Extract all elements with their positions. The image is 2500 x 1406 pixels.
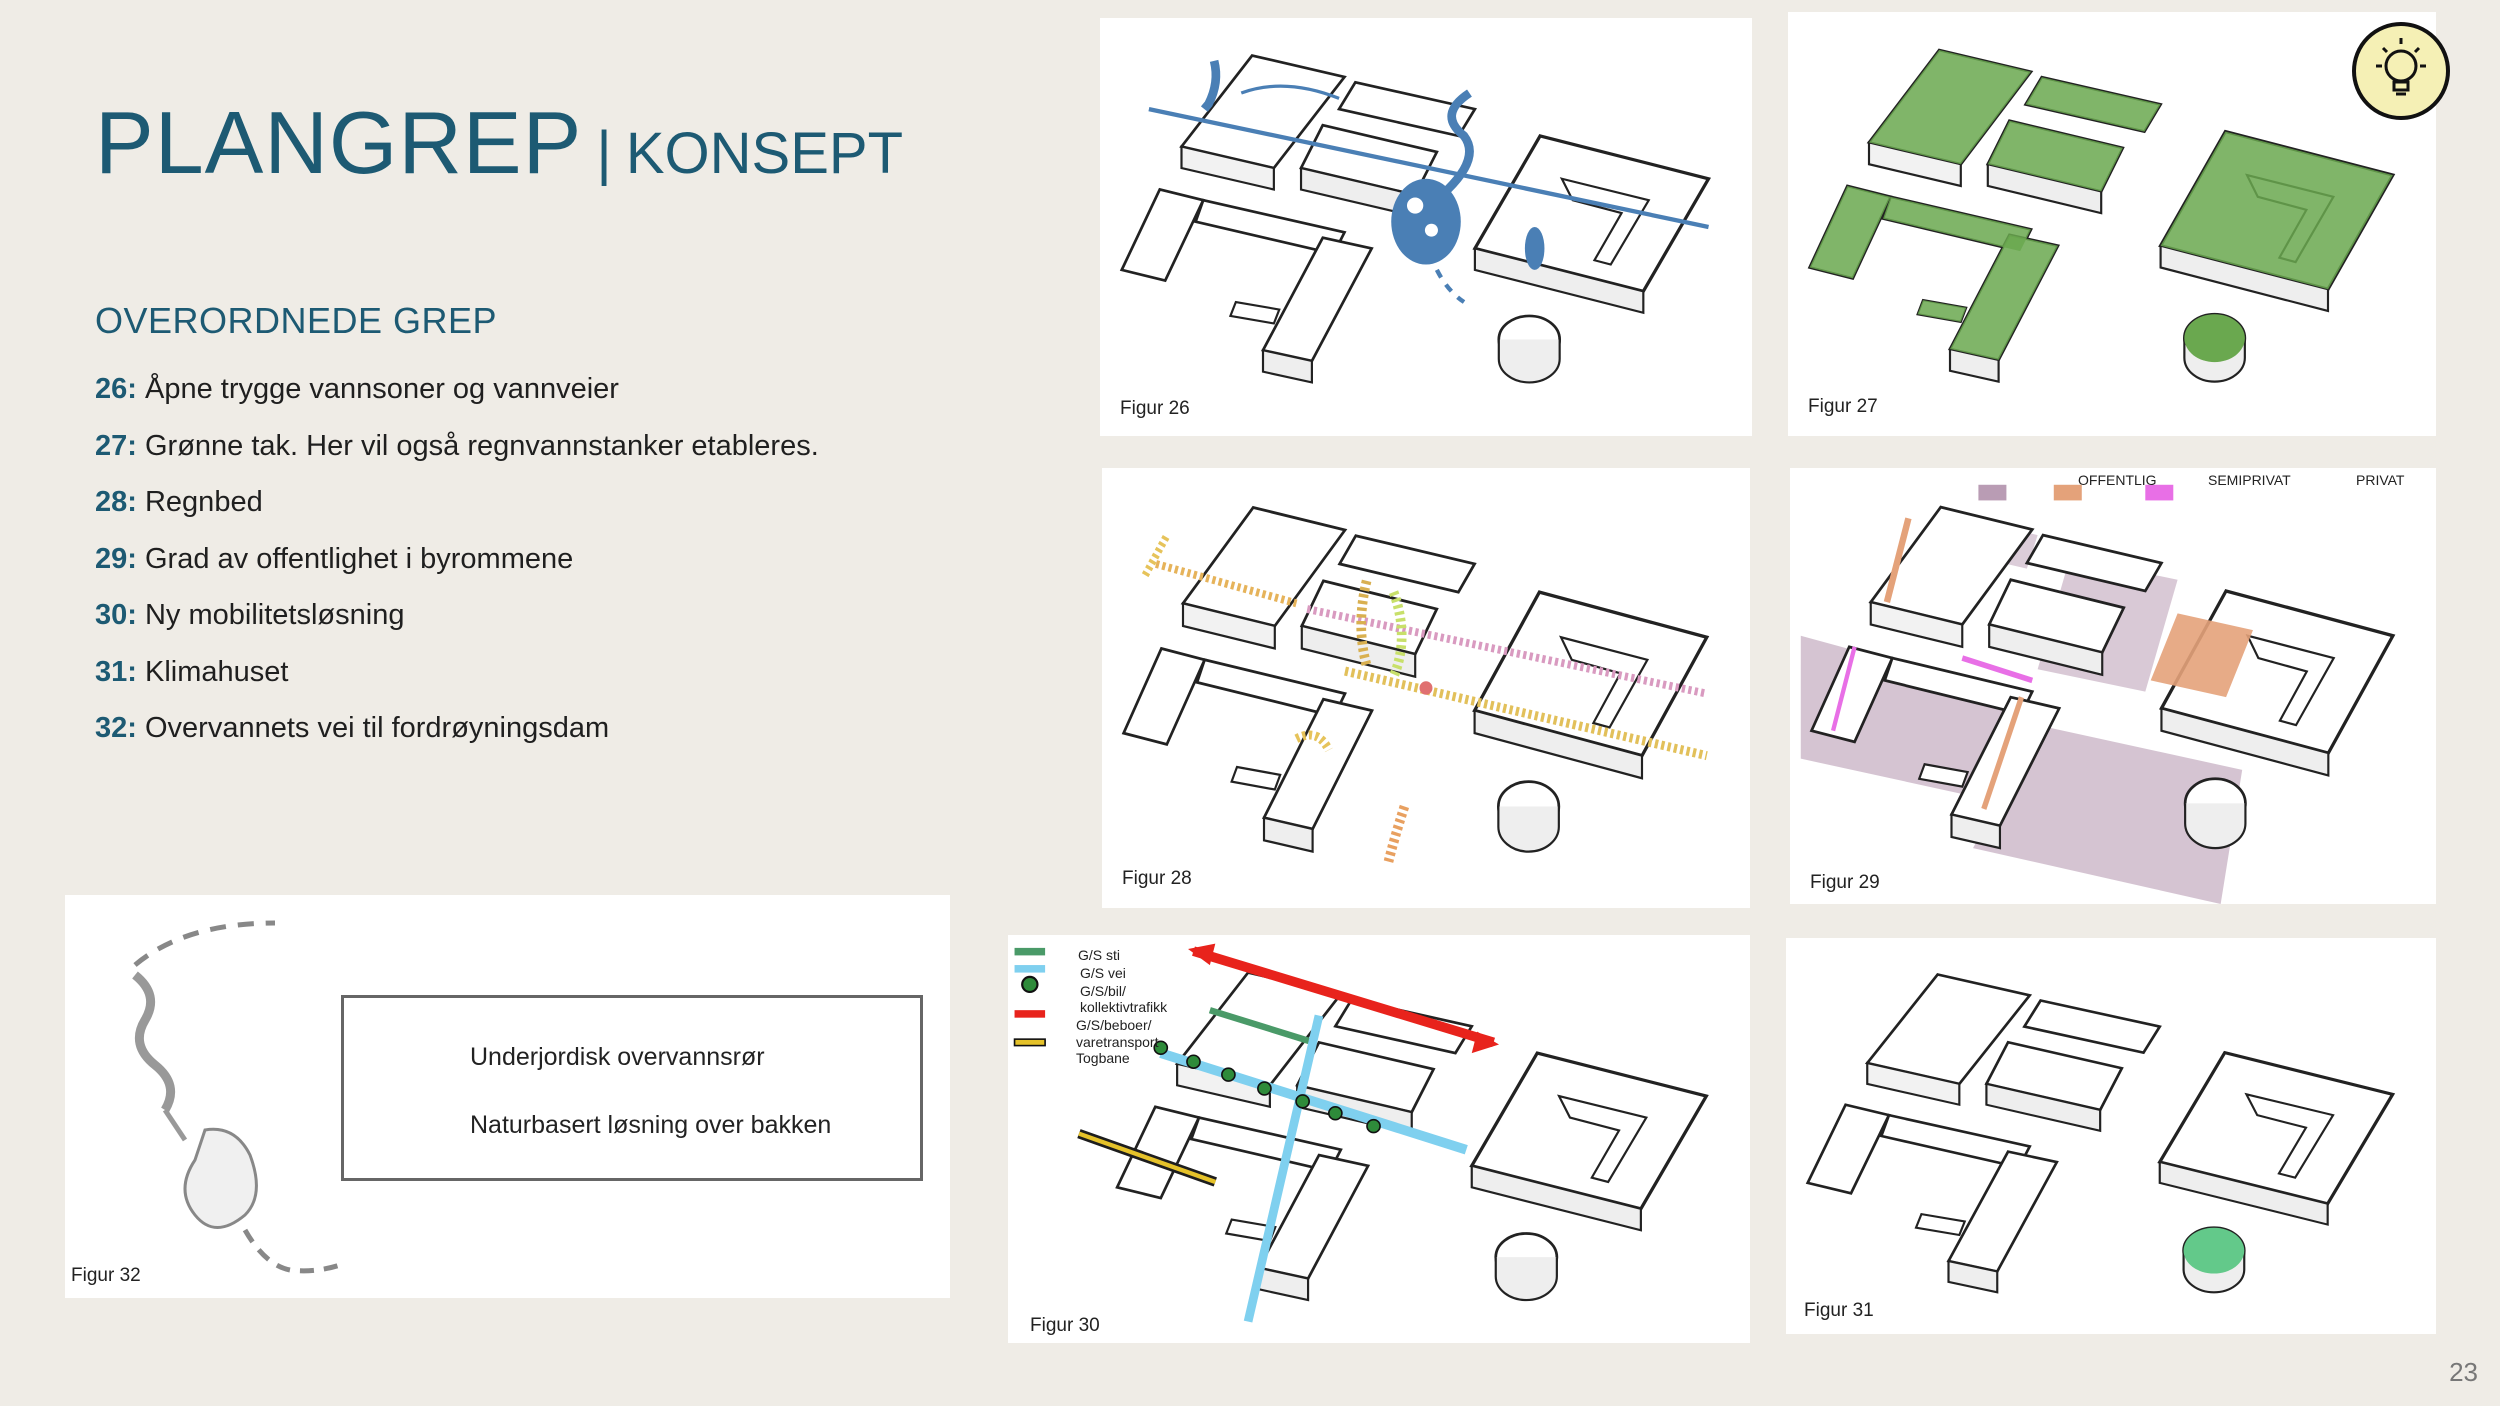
legend-label: G/S/bil/: [1080, 983, 1126, 999]
subheading: OVERORDNEDE GREP: [95, 300, 498, 341]
title-separator: |: [596, 119, 612, 186]
figure-31: Figur 31: [1786, 938, 2436, 1334]
figure-28: Figur 28: [1102, 468, 1750, 908]
figure-caption: Figur 26: [1120, 398, 1190, 419]
list-item: 30: Ny mobilitetsløsning: [95, 599, 405, 631]
legend-label: Togbane: [1076, 1050, 1130, 1066]
legend-label: G/S/beboer/: [1076, 1017, 1152, 1033]
figure-27-drawing: [1807, 48, 2395, 384]
figure-27: Figur 27: [1788, 12, 2436, 436]
figure-31-drawing: [1806, 972, 2395, 1294]
legend-label: SEMIPRIVAT: [2208, 472, 2291, 488]
lightbulb-icon: [2352, 22, 2450, 120]
legend-label: Underjordisk overvannsrør: [470, 1043, 765, 1071]
legend-label: PRIVAT: [2356, 472, 2405, 488]
legend-label: Naturbasert løsning over bakken: [470, 1111, 832, 1139]
legend-label: G/S vei: [1080, 965, 1126, 981]
figure-29: OFFENTLIG SEMIPRIVAT PRIVAT Figur 29: [1790, 468, 2436, 904]
legend-label: G/S sti: [1078, 947, 1121, 963]
list-item: 32: Overvannets vei til fordrøyningsdam: [95, 712, 610, 744]
figure-caption: Figur 31: [1804, 1300, 1874, 1321]
list-item: 31: Klimahuset: [95, 655, 289, 688]
figure-28-drawing: [1121, 505, 1709, 865]
figure-caption: Figur 27: [1808, 396, 1878, 417]
page-number: 23: [2449, 1357, 2478, 1387]
concept-list: 26: Åpne trygge vannsoner og vannveier 2…: [95, 368, 819, 764]
legend-box: [341, 995, 923, 1181]
legend-label: OFFENTLIG: [2078, 472, 2157, 488]
title-sub: KONSEPT: [625, 121, 904, 186]
figure-caption: Figur 32: [71, 1265, 141, 1286]
title-main: PLANGREP: [95, 93, 583, 192]
figure-caption: Figur 29: [1810, 872, 1880, 893]
list-item: 27: Grønne tak. Her vil også regnvannsta…: [95, 429, 819, 462]
figure-26: Figur 26: [1100, 18, 1752, 436]
list-item: 28: Regnbed: [95, 486, 263, 518]
page-title: PLANGREP|KONSEPT: [95, 92, 903, 194]
figure-30-drawing: [1013, 943, 1708, 1323]
list-item: 29: Grad av offentlighet i byrommene: [95, 542, 574, 575]
list-item: 26: Åpne trygge vannsoner og vannveier: [95, 373, 619, 405]
figure-32: Underjordisk overvannsrør Naturbasert lø…: [65, 895, 950, 1298]
legend-label: kollektivtrafikk: [1080, 999, 1168, 1015]
figure-29-drawing: [1800, 484, 2395, 904]
figure-caption: Figur 30: [1030, 1315, 1100, 1336]
figure-caption: Figur 28: [1122, 868, 1192, 889]
figure-30: G/S sti G/S vei G/S/bil/ kollektivtrafik…: [1008, 935, 1750, 1343]
figure-26-drawing: [1120, 53, 1711, 385]
legend-label: varetransport: [1076, 1034, 1159, 1050]
